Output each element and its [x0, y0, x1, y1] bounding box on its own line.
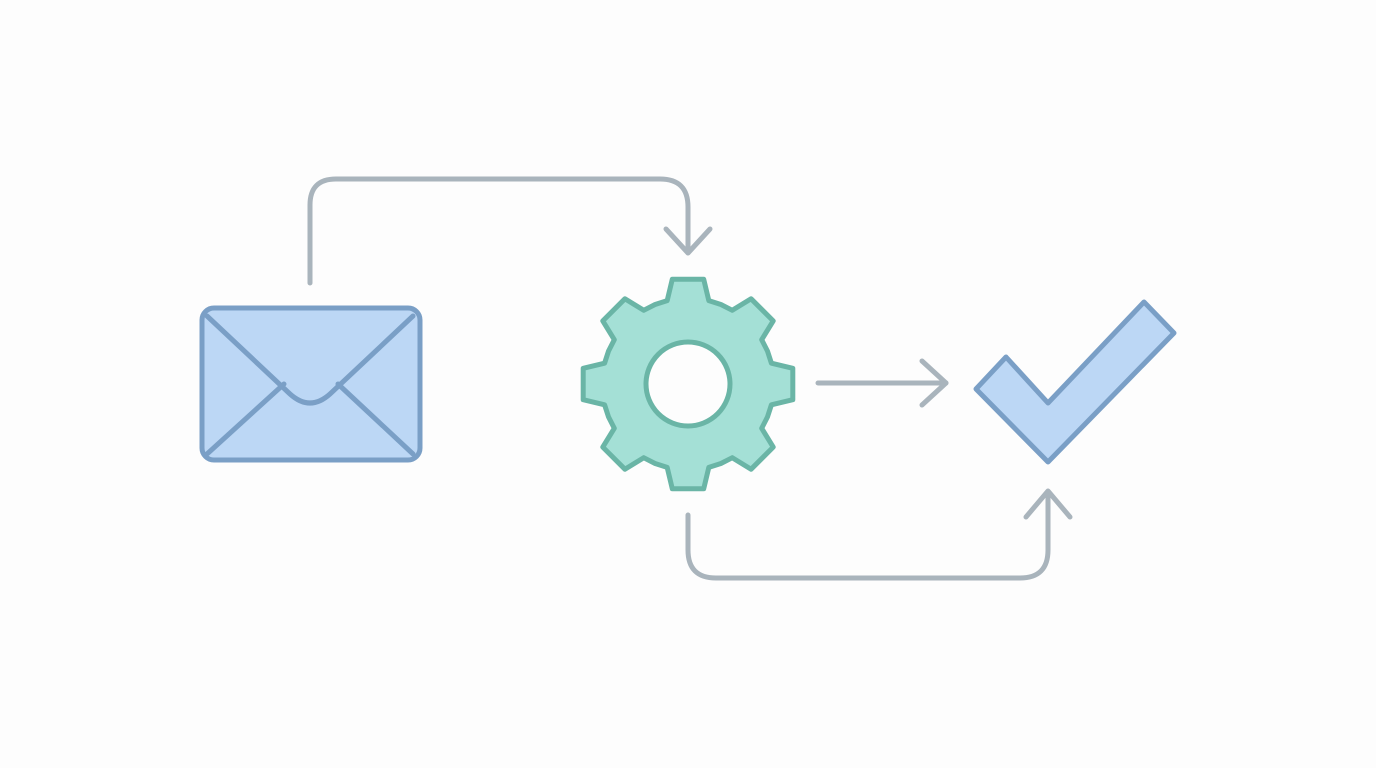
connector-gear-to-check [815, 358, 949, 408]
connector-gear-to-check-loop [685, 488, 1073, 581]
connector-envelope-to-gear [307, 176, 713, 286]
arrowhead-icon [1023, 488, 1073, 520]
gear-icon [580, 276, 796, 492]
envelope-icon [199, 305, 423, 463]
arrowhead-icon [919, 358, 949, 408]
checkmark-icon [973, 299, 1177, 465]
arrowhead-icon [663, 226, 713, 256]
